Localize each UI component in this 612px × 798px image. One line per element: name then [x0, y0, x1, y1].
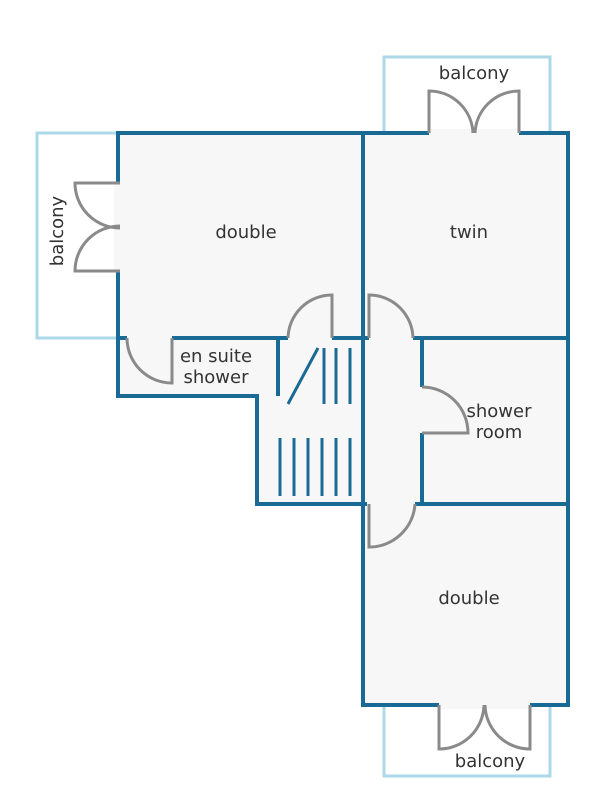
room-shower-fill — [422, 338, 568, 504]
label-shower-line1: shower — [467, 401, 533, 422]
gap-shower-door — [418, 387, 427, 433]
label-shower-line2: room — [476, 422, 523, 443]
door-double-bottom — [367, 503, 417, 549]
door-bottom-balcony — [437, 704, 532, 751]
label-balcony-top: balcony — [439, 63, 510, 84]
door-en-suite — [125, 337, 174, 385]
room-en-suite-fill — [118, 338, 278, 396]
label-balcony-left: balcony — [47, 195, 68, 266]
label-double-bottom: double — [438, 588, 499, 609]
label-twin: twin — [450, 222, 488, 243]
label-double-top: double — [215, 222, 276, 243]
door-left-balcony — [73, 181, 121, 273]
balcony-top — [382, 55, 552, 135]
walls — [116, 131, 570, 707]
hallway-fill — [363, 338, 422, 504]
room-double-top-fill — [118, 133, 363, 338]
door-twin — [367, 293, 415, 339]
balcony-left — [35, 131, 121, 340]
gap-bottom-balcony-door — [439, 700, 530, 709]
door-double-top — [286, 293, 334, 339]
label-en-suite-line1: en suite — [180, 346, 252, 367]
door-shower — [421, 385, 470, 435]
gap-twin-door — [369, 334, 413, 343]
staircase — [278, 347, 352, 496]
door-top-balcony — [427, 89, 521, 134]
label-balcony-bottom: balcony — [455, 751, 526, 772]
gap-double-top-door — [288, 334, 332, 343]
gap-top-balcony-door — [429, 129, 519, 138]
gap-en-suite-door — [127, 334, 172, 343]
gap-double-bottom-door — [367, 500, 415, 509]
label-en-suite-line2: shower — [184, 367, 250, 388]
